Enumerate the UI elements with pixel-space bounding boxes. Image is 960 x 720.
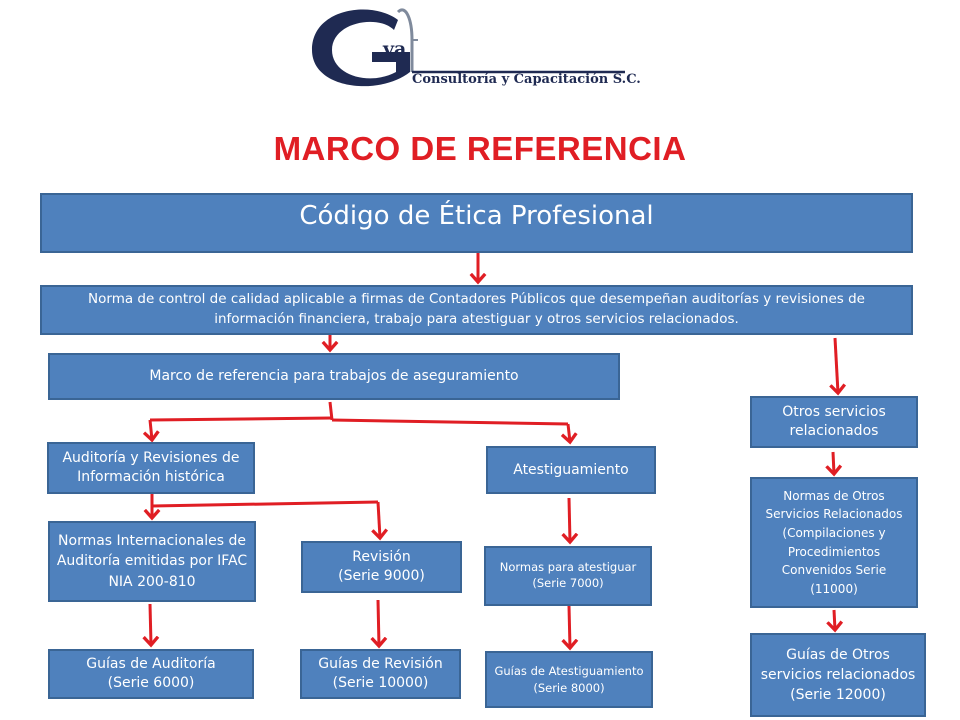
box-normas-atestiguar: Normas para atestiguar (Serie 7000) <box>484 546 652 606</box>
box-otros-label: Otros servicios relacionados <box>782 404 886 439</box>
box-revision: Revisión (Serie 9000) <box>301 541 462 593</box>
box-normas-otros-servicios: Normas de Otros Servicios Relacionados (… <box>750 477 918 608</box>
arrow-norma-otros <box>835 337 838 393</box>
arrow-split-right-down <box>568 423 570 442</box>
box-auditoria-revisiones: Auditoría y Revisiones de Información hi… <box>47 442 255 494</box>
box-guias-atestiguamiento: Guías de Atestiguamiento (Serie 8000) <box>485 651 653 708</box>
box-atestiguamiento-label: Atestiguamiento <box>513 461 629 478</box>
box-nia-label: Normas Internacionales de Auditoría emit… <box>56 533 248 590</box>
box-guias-auditoria-label: Guías de Auditoría (Serie 6000) <box>86 656 216 691</box>
arrow-nia-guias <box>150 603 151 645</box>
box-guias-revision: Guías de Revisión (Serie 10000) <box>300 649 461 699</box>
box-otros-servicios: Otros servicios relacionados <box>750 396 918 448</box>
box-guias-otros-label: Guías de Otros servicios relacionados (S… <box>760 646 916 704</box>
box-marco-aseguramiento: Marco de referencia para trabajos de ase… <box>48 353 620 400</box>
arrow-auditoria-h <box>151 500 379 508</box>
box-norma-control-label: Norma de control de calidad aplicable a … <box>88 291 865 327</box>
box-normas-atestiguar-label: Normas para atestiguar (Serie 7000) <box>499 560 637 590</box>
logo-company-name: Consultoría y Capacitación S.C. <box>412 72 641 87</box>
box-auditoria-label: Auditoría y Revisiones de Información hi… <box>62 450 240 485</box>
arrow-normasotros-guias <box>834 609 835 630</box>
box-revision-label: Revisión (Serie 9000) <box>338 549 425 584</box>
arrow-revision-guias <box>378 599 379 646</box>
arrow-marco-split <box>328 401 334 421</box>
arrow-auditoria-revision <box>378 501 380 538</box>
logo-initials: va <box>383 38 407 60</box>
box-codigo-etica-label: Código de Ética Profesional <box>299 201 654 231</box>
box-guias-auditoria: Guías de Auditoría (Serie 6000) <box>48 649 254 699</box>
box-marco-label: Marco de referencia para trabajos de ase… <box>149 368 519 385</box>
box-normas-otros-label: Normas de Otros Servicios Relacionados (… <box>765 488 903 596</box>
gva-logo-icon <box>312 8 625 87</box>
arrow-normasat-guias <box>569 605 570 648</box>
box-normas-internacionales: Normas Internacionales de Auditoría emit… <box>48 521 256 602</box>
page-title: MARCO DE REFERENCIA <box>273 130 687 167</box>
box-guias-revision-label: Guías de Revisión (Serie 10000) <box>318 656 443 691</box>
arrow-split-right <box>331 418 569 426</box>
box-guias-otros-servicios: Guías de Otros servicios relacionados (S… <box>750 633 926 717</box>
arrow-atestig-normas <box>569 497 570 542</box>
box-atestiguamiento: Atestiguamiento <box>486 446 656 494</box>
box-guias-atestiguamiento-label: Guías de Atestiguamiento (Serie 8000) <box>494 663 644 695</box>
box-norma-control-calidad: Norma de control de calidad aplicable a … <box>40 285 913 335</box>
arrow-split-left <box>149 416 333 422</box>
arrow-otros-normas <box>833 451 834 474</box>
arrow-split-left-down <box>150 419 152 440</box>
box-codigo-etica: Código de Ética Profesional <box>40 193 913 253</box>
